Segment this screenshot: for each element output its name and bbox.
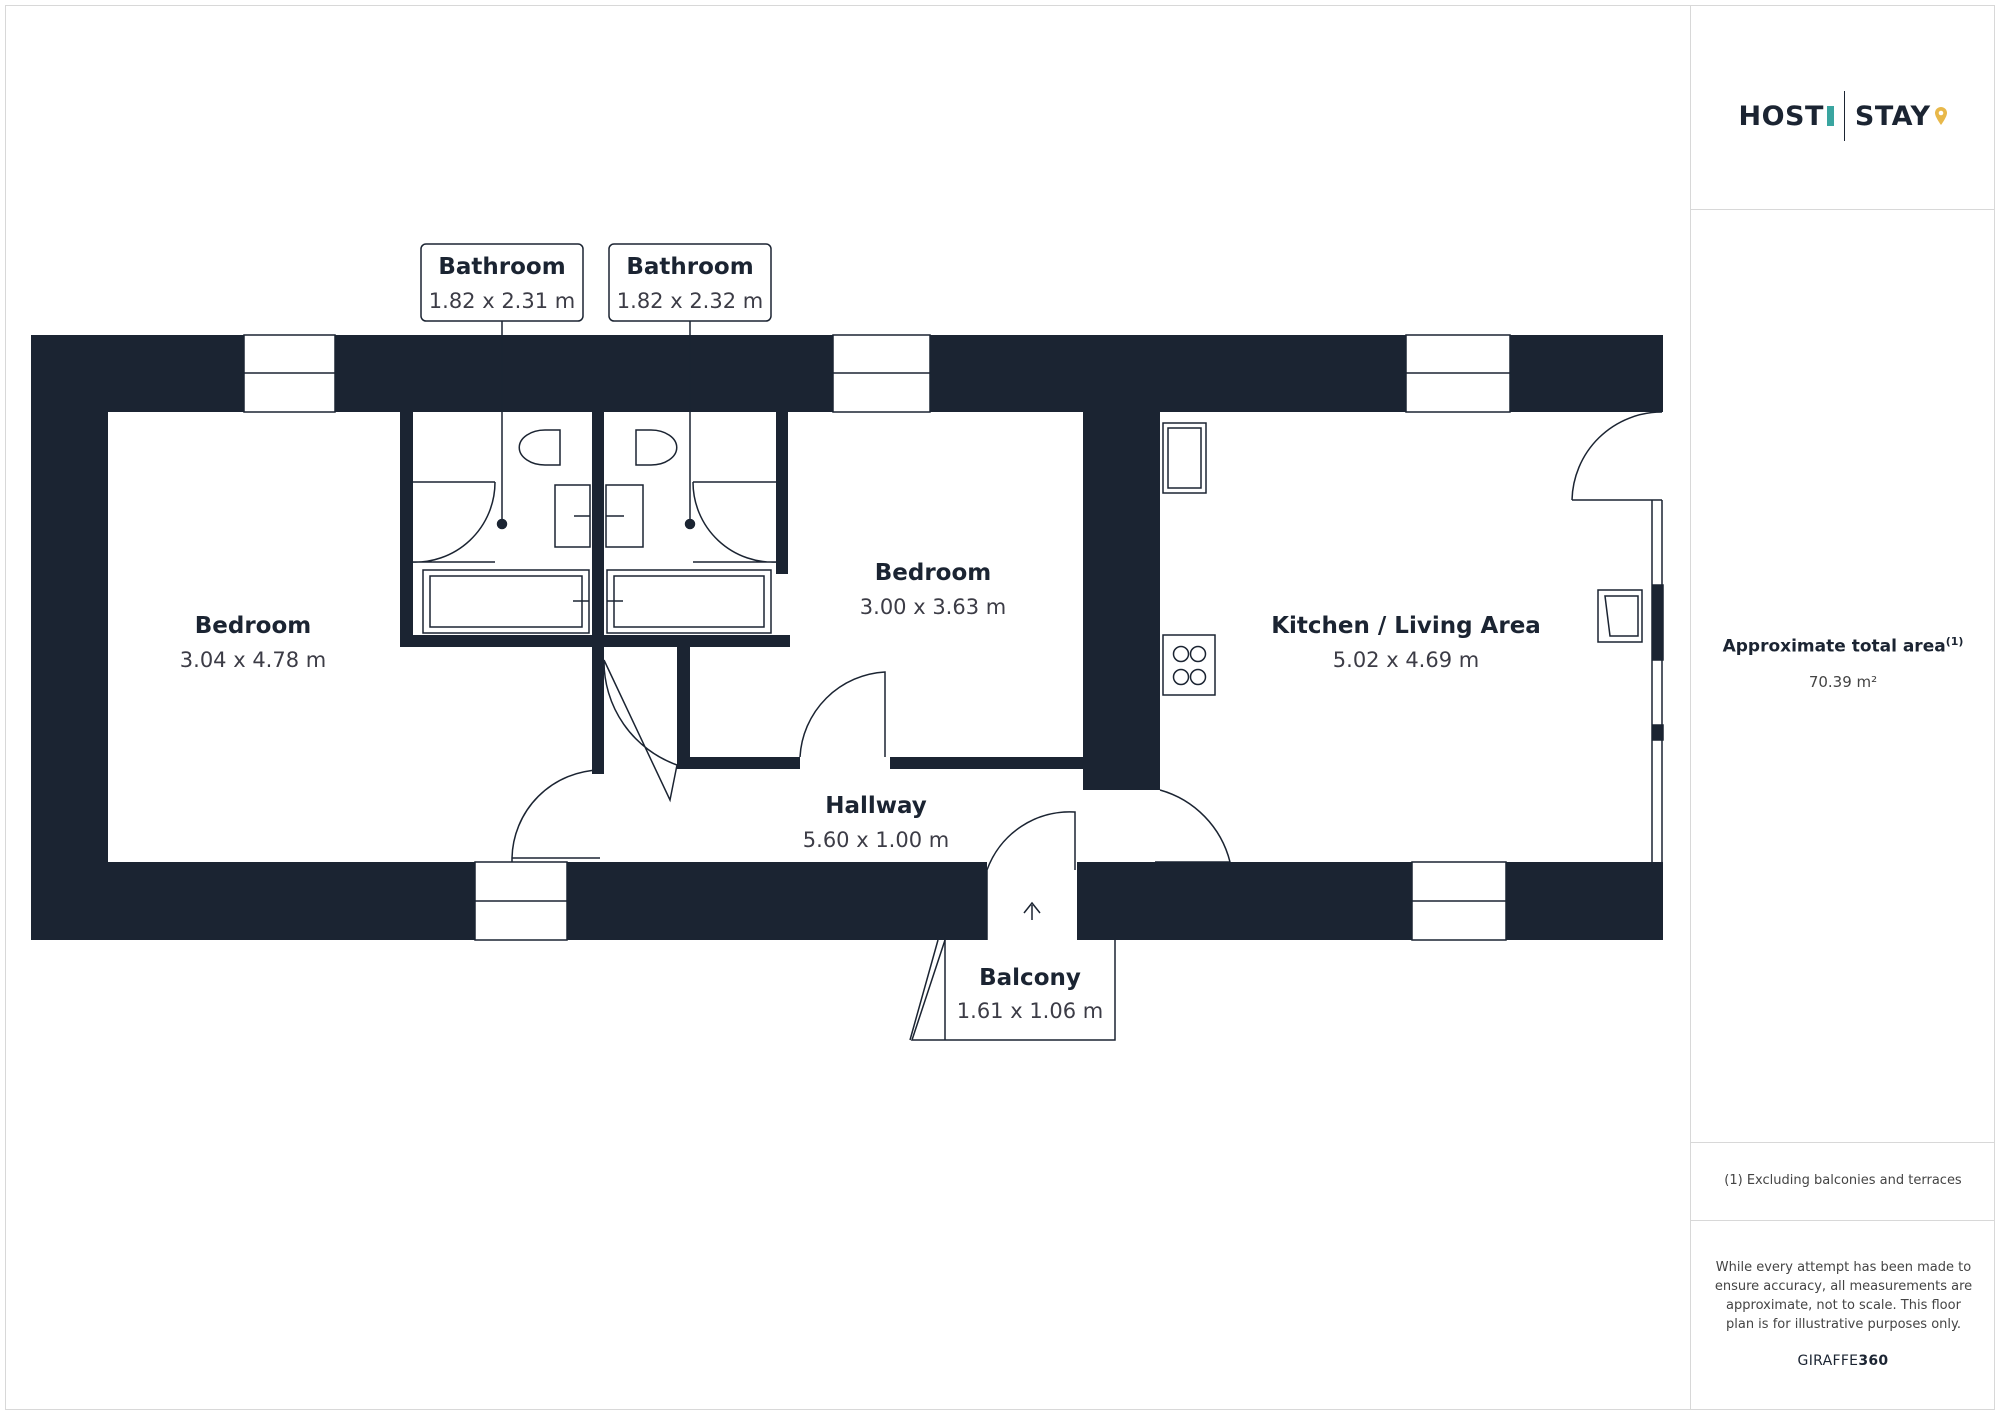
interior-walls (400, 412, 1160, 790)
kitchen-sink (1162, 422, 1207, 494)
balcony-name: Balcony (979, 965, 1081, 991)
page-frame (5, 5, 1995, 1410)
hob-ring-2 (1189, 645, 1207, 663)
hallway-name: Hallway (825, 793, 927, 819)
total-area: Approximate total area(1) 70.39 m² (1691, 635, 1995, 691)
bathroom-2-dims: 1.82 x 2.32 m (617, 289, 763, 313)
window-top-2 (832, 334, 931, 413)
hob-ring-3 (1172, 668, 1190, 686)
door-bathroom-hall (603, 659, 678, 803)
appliance (1597, 589, 1643, 643)
bedroom-1-name: Bedroom (195, 613, 312, 639)
bedroom-1-dims: 3.04 x 4.78 m (180, 648, 326, 672)
toilet-left (518, 429, 561, 466)
windows (243, 334, 1511, 941)
toilet-right (635, 429, 678, 466)
total-area-title: Approximate total area(1) (1722, 635, 1964, 657)
brand-divider (1843, 91, 1845, 141)
door-kitchen-right (1571, 411, 1663, 501)
total-area-value: 70.39 m² (1808, 672, 1878, 691)
info-sidebar: HOST STAY Approximate total area(1) 70.3… (1690, 5, 1995, 1410)
bathroom-1-label-box (420, 243, 584, 322)
bathroom-1-name: Bathroom (438, 254, 565, 280)
door-bedroom-2 (799, 671, 886, 758)
bedroom-2-dims: 3.00 x 3.63 m (860, 595, 1006, 619)
bedroom-2-name: Bedroom (875, 560, 992, 586)
sidebar-divider (1691, 1142, 1995, 1143)
right-glazing (1651, 500, 1664, 862)
window-bottom-1 (474, 861, 568, 941)
window-top-1 (243, 334, 336, 413)
label-pointers (496, 321, 696, 530)
interior-floor (108, 412, 1663, 862)
brand-host-text: HOST (1738, 100, 1824, 132)
fixtures (409, 411, 1663, 1041)
door-balcony (986, 811, 1076, 940)
kitchen-sink-inner (1167, 427, 1202, 489)
hob-ring-4 (1189, 668, 1207, 686)
door-kitchen (1155, 789, 1231, 863)
disclaimer-text: While every attempt has been made to ens… (1714, 1260, 1973, 1332)
door-bedroom-1 (511, 769, 601, 862)
window-top-3 (1405, 334, 1511, 413)
credit-logo: GIRAFFE360 (1797, 1353, 1889, 1369)
bathroom-2-name: Bathroom (626, 254, 753, 280)
kitchen-name: Kitchen / Living Area (1271, 613, 1541, 639)
location-pin-icon (1934, 107, 1947, 125)
hob (1162, 634, 1216, 696)
window-bottom-2 (1411, 861, 1507, 941)
sidebar-divider (1691, 1220, 1995, 1221)
door-bathroom-right (692, 481, 779, 563)
area-footnote: (1) Excluding balconies and terraces (1724, 1173, 1962, 1188)
bathroom-1-dims: 1.82 x 2.31 m (429, 289, 575, 313)
hob-ring-1 (1172, 645, 1190, 663)
brand-logo: HOST STAY (1691, 91, 1995, 141)
balcony-arrow (1023, 901, 1041, 920)
sidebar-divider (1691, 209, 1995, 210)
brand-stay-text: STAY (1854, 100, 1931, 132)
door-bathroom-left (409, 481, 496, 563)
hallway-dims: 5.60 x 1.00 m (803, 828, 949, 852)
room-labels: Bedroom 3.04 x 4.78 m Bathroom 1.82 x 2.… (180, 254, 1541, 1023)
door-icon (1826, 106, 1834, 126)
outer-walls (31, 335, 1663, 940)
balcony-dims: 1.61 x 1.06 m (957, 999, 1103, 1023)
floor-plan: Bedroom 3.04 x 4.78 m Bathroom 1.82 x 2.… (31, 243, 1664, 1041)
kitchen-dims: 5.02 x 4.69 m (1333, 648, 1479, 672)
balcony-outline (910, 939, 1116, 1041)
bathroom-2-label-box (608, 243, 772, 322)
